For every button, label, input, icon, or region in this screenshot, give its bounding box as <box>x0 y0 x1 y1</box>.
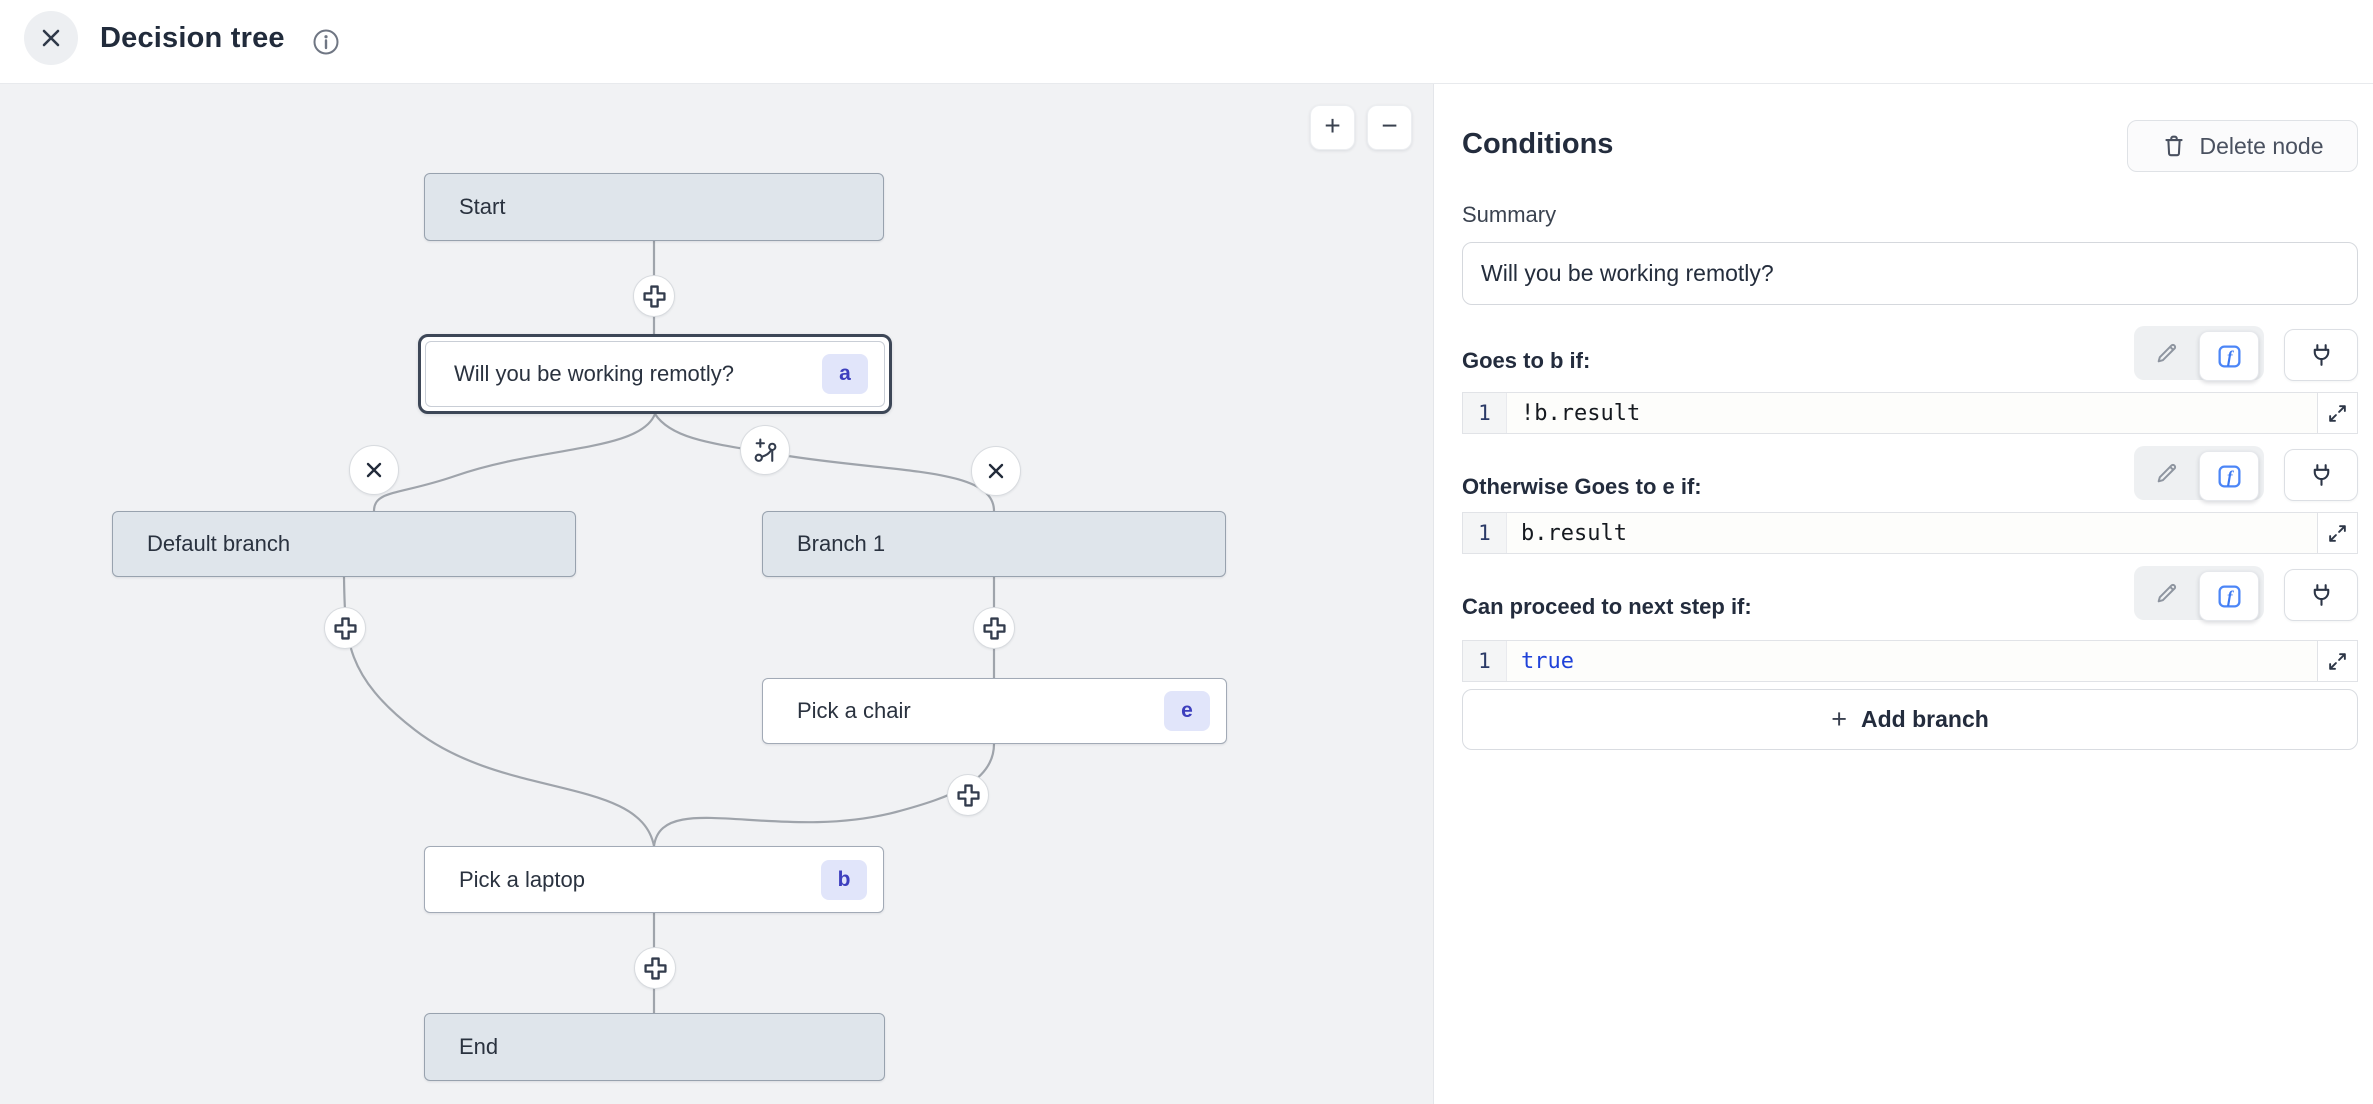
add-branch-label: Add branch <box>1861 706 1989 732</box>
fx-icon: f <box>2217 344 2241 368</box>
summary-input[interactable] <box>1462 242 2358 305</box>
edit-text-mode-button[interactable] <box>2134 326 2199 380</box>
plus-outline-icon <box>982 616 1006 640</box>
edit-text-mode-button[interactable] <box>2134 566 2199 620</box>
node-end[interactable]: End <box>424 1013 885 1081</box>
line-number: 1 <box>1463 513 1507 553</box>
fx-icon: f <box>2217 584 2241 608</box>
node-label: Start <box>459 194 506 219</box>
condition-label: Goes to b if: <box>1462 348 1591 373</box>
add-step-button[interactable] <box>947 774 989 816</box>
node-branch-1[interactable]: Branch 1 <box>762 511 1226 577</box>
pencil-icon <box>2157 583 2177 602</box>
plug-icon <box>2313 583 2329 606</box>
expand-icon <box>2329 404 2346 422</box>
plus-outline-icon <box>642 284 666 308</box>
delete-node-label: Delete node <box>2199 132 2324 159</box>
expand-editor-button[interactable] <box>2317 513 2357 553</box>
condition-code-editor: 1 b.result <box>1462 512 2358 554</box>
fx-mode-button[interactable]: f <box>2199 451 2259 501</box>
zoom-out-button[interactable]: − <box>1367 105 1412 150</box>
plus-outline-icon <box>333 616 357 640</box>
node-label: Pick a laptop <box>459 866 585 892</box>
editor-mode-toggle: f <box>2134 326 2264 381</box>
flow-canvas[interactable]: Start Will you be working remotly? a Def… <box>0 84 1434 1104</box>
fx-mode-button[interactable]: f <box>2199 571 2259 621</box>
condition-label: Otherwise Goes to e if: <box>1462 474 1702 499</box>
zoom-in-label: + <box>1324 110 1341 141</box>
add-step-button[interactable] <box>633 275 675 317</box>
line-number: 1 <box>1463 393 1507 433</box>
pencil-icon <box>2157 463 2177 482</box>
top-bar: Decision tree <box>0 0 2373 84</box>
delete-node-button[interactable]: Delete node <box>2127 120 2358 172</box>
node-label: Pick a chair <box>797 698 911 723</box>
node-badge: b <box>821 859 867 900</box>
editor-mode-toggle: f <box>2134 566 2264 621</box>
node-default-branch[interactable]: Default branch <box>112 511 576 577</box>
node-decision-selected[interactable]: Will you be working remotly? a <box>418 334 892 414</box>
add-branch-split-button[interactable] <box>740 425 790 475</box>
panel-title: Conditions <box>1462 128 1614 160</box>
code-line[interactable]: b.result <box>1521 520 1627 546</box>
remove-branch-button[interactable] <box>971 446 1021 496</box>
zoom-in-button[interactable]: + <box>1310 105 1355 150</box>
add-step-button[interactable] <box>634 947 676 989</box>
node-pick-chair[interactable]: Pick a chair e <box>762 678 1227 744</box>
expand-editor-button[interactable] <box>2317 393 2357 433</box>
plus-outline-icon <box>956 783 980 807</box>
edit-text-mode-button[interactable] <box>2134 446 2199 500</box>
close-button[interactable] <box>24 11 78 65</box>
add-step-button[interactable] <box>973 607 1015 649</box>
connect-source-button[interactable] <box>2284 329 2358 381</box>
condition-code-editor: 1 !b.result <box>1462 392 2358 434</box>
plus-icon: + <box>1831 704 1847 734</box>
node-label: End <box>459 1034 499 1059</box>
expand-icon <box>2329 652 2346 670</box>
fx-mode-button[interactable]: f <box>2199 331 2259 381</box>
add-step-button[interactable] <box>324 607 366 649</box>
plug-icon <box>2313 343 2329 366</box>
fx-icon: f <box>2217 464 2241 488</box>
add-branch-button[interactable]: + Add branch <box>1462 689 2358 750</box>
branch-plus-icon <box>754 438 776 462</box>
pencil-icon <box>2157 343 2177 362</box>
code-line[interactable]: !b.result <box>1521 400 1641 426</box>
plus-outline-icon <box>643 956 667 980</box>
summary-label: Summary <box>1462 202 1557 227</box>
remove-branch-button[interactable] <box>349 445 399 495</box>
node-badge: e <box>1164 691 1210 731</box>
node-start[interactable]: Start <box>424 173 884 241</box>
node-label: Branch 1 <box>797 531 886 556</box>
x-icon <box>988 463 1004 479</box>
condition-code-editor: 1 true <box>1462 640 2358 682</box>
zoom-out-label: − <box>1381 110 1398 141</box>
editor-mode-toggle: f <box>2134 446 2264 501</box>
x-icon <box>366 462 382 478</box>
page-title: Decision tree <box>100 22 285 54</box>
connect-source-button[interactable] <box>2284 449 2358 501</box>
svg-text:f: f <box>2227 587 2234 606</box>
expand-icon <box>2329 524 2346 542</box>
line-number: 1 <box>1463 641 1507 681</box>
close-icon <box>42 29 60 47</box>
condition-label: Can proceed to next step if: <box>1462 594 1752 619</box>
code-line[interactable]: true <box>1521 648 1574 674</box>
svg-text:f: f <box>2227 347 2234 366</box>
node-badge: a <box>822 354 868 394</box>
plug-icon <box>2313 463 2329 486</box>
node-pick-laptop[interactable]: Pick a laptop b <box>424 846 884 913</box>
conditions-panel: Conditions Delete node Summary Goes to b… <box>1434 84 2373 1104</box>
node-label: Will you be working remotly? <box>454 361 734 386</box>
connect-source-button[interactable] <box>2284 569 2358 621</box>
info-icon[interactable] <box>312 28 340 56</box>
svg-text:f: f <box>2227 467 2234 486</box>
node-label: Default branch <box>147 531 291 556</box>
expand-editor-button[interactable] <box>2317 641 2357 681</box>
trash-icon <box>2165 135 2184 157</box>
